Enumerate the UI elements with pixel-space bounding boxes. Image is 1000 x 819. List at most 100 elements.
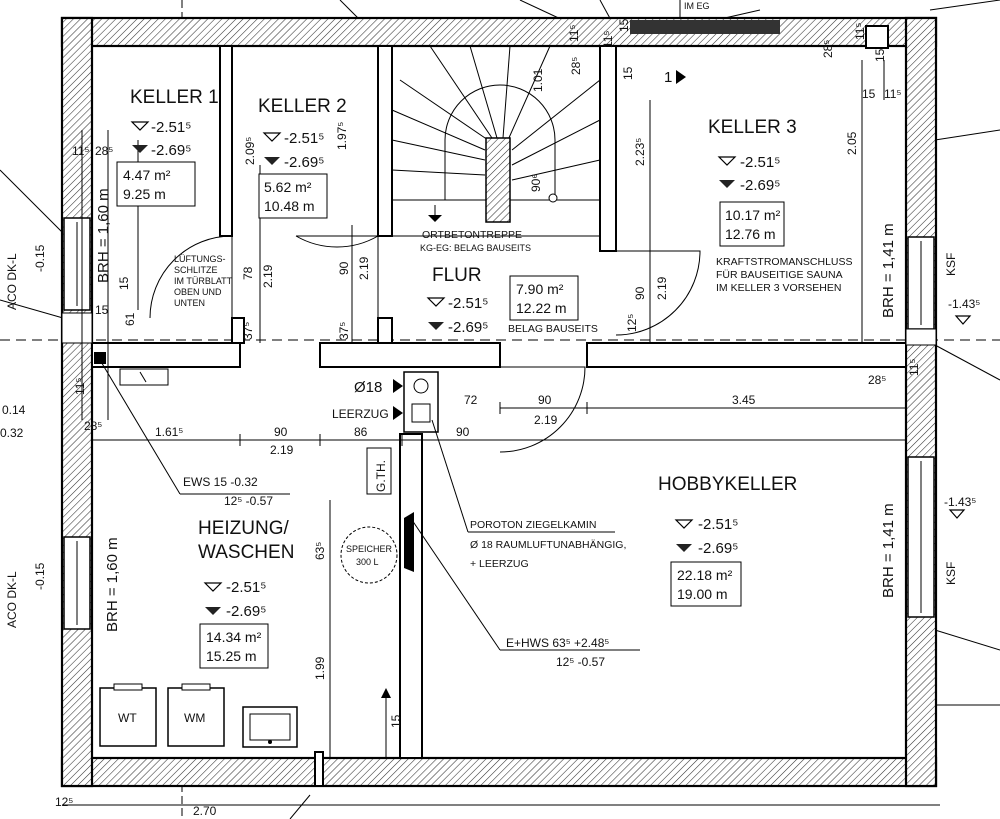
dim: 78 (241, 266, 255, 280)
brh-labels: BRH = 1,60 m BRH = 1,60 m BRH = 1,41 m B… (95, 188, 897, 632)
brh-keller3: BRH = 1,41 m (880, 223, 897, 318)
dim: 90 (337, 261, 351, 275)
dim: 11⁵ (73, 378, 87, 395)
dim: 1.97⁵ (335, 122, 349, 150)
room-name: KELLER 1 (130, 87, 219, 108)
doors (149, 235, 701, 453)
dim: 90 (633, 286, 647, 300)
dim: 2.05 (845, 131, 859, 155)
room-perimeter: 12.76 m (725, 226, 776, 242)
vent-note-2: SCHLITZE (174, 265, 218, 275)
level-bottom: -2.69⁵ (151, 142, 191, 159)
dim: 2.19 (357, 256, 371, 280)
dim: 28⁵ (569, 57, 583, 75)
level-bottom: -2.69⁵ (448, 319, 488, 336)
dim: 2.19 (655, 276, 669, 300)
sauna-note-1: KRAFTSTROMANSCHLUSS (716, 256, 853, 268)
dim: 11⁵ (884, 87, 901, 101)
room-hobbykeller: HOBBYKELLER -2.51⁵ -2.69⁵ 22.18 m² 19.00… (658, 474, 797, 602)
dim: 15 (95, 303, 109, 317)
dim: 15 (617, 18, 631, 32)
chimney-note-3: + LEERZUG (470, 558, 529, 570)
room-perimeter: 9.25 m (123, 186, 166, 202)
ews-note-2: 12⁵ -0.57 (224, 494, 273, 508)
d18-label: Ø18 (354, 379, 382, 396)
outer-walls (60, 16, 938, 788)
wt-label: WT (118, 711, 137, 725)
edge-032: 0.32 (0, 426, 24, 440)
dim: 12⁵ (55, 795, 73, 809)
room-area: 22.18 m² (677, 567, 733, 583)
dim: 37⁵ (241, 322, 255, 340)
dim: 2.19 (270, 443, 294, 457)
room-perimeter: 12.22 m (516, 300, 567, 316)
room-name: KELLER 3 (708, 117, 797, 138)
leader-lines (99, 359, 640, 651)
level-bottom: -2.69⁵ (740, 177, 780, 194)
level-top: -2.51⁵ (226, 579, 266, 596)
dim: 1.99 (313, 656, 327, 680)
ksf-top-level: -1.43⁵ (948, 297, 980, 311)
gth-label: G.TH. (374, 460, 388, 492)
dim: 61 (123, 312, 137, 326)
stair-note-2: KG-EG: BELAG BAUSEITS (420, 243, 531, 253)
appliances (94, 352, 298, 748)
leerzug-label: LEERZUG (332, 407, 389, 421)
dim: 2.19 (534, 413, 558, 427)
stair-note-1: ORTBETONTREPPE (422, 229, 522, 241)
level-top: -2.51⁵ (698, 516, 738, 533)
dimension-texts: 11⁵ 28⁵ 15 61 15 2.09⁵ 1.97⁵ 78 2.19 37⁵… (55, 18, 921, 818)
annotations: ORTBETONTREPPE KG-EG: BELAG BAUSEITS LÜF… (0, 1, 980, 725)
chimney-note-2: Ø 18 RAUMLUFTUNABHÄNGIG, (470, 539, 626, 551)
dim: 15 (873, 48, 887, 62)
dim: 15 (862, 87, 876, 101)
room-keller-2: KELLER 2 -2.51⁵ -2.69⁵ 5.62 m² 10.48 m (258, 96, 347, 214)
level-top: -2.51⁵ (284, 130, 324, 147)
chimney-shaft (340, 371, 439, 584)
dim: 2.19 (261, 264, 275, 288)
room-perimeter: 15.25 m (206, 648, 257, 664)
dim: 11⁵ (907, 359, 921, 376)
dim: 90 (274, 425, 288, 439)
vent-note-5: UNTEN (174, 298, 205, 308)
room-perimeter: 10.48 m (264, 198, 315, 214)
dim: 63⁵ (313, 542, 327, 560)
brh-keller1: BRH = 1,60 m (95, 188, 112, 283)
level-bottom: -2.69⁵ (698, 540, 738, 557)
dim: 90⁶ (529, 174, 543, 192)
dim: 1.01 (531, 68, 545, 92)
room-area: 14.34 m² (206, 629, 262, 645)
aco-top-level: -0.15 (33, 244, 47, 272)
dim: 11⁵ (72, 144, 89, 158)
room-area: 10.17 m² (725, 207, 781, 223)
speicher-label-2: 300 L (356, 557, 379, 567)
ews-note-1: EWS 15 -0.32 (183, 475, 258, 489)
chimney-note-1: POROTON ZIEGELKAMIN (470, 519, 596, 531)
im-eg-note: IM EG (684, 1, 710, 11)
dim: 72 (464, 393, 478, 407)
dim: 11⁵ (601, 31, 615, 48)
dim: 1.61⁵ (155, 425, 183, 439)
aco-top-label: ACO DK-L (5, 253, 19, 310)
ksf-top-label: KSF (944, 253, 958, 276)
room-name-line1: HEIZUNG/ (198, 518, 290, 539)
dim: 2.09⁵ (243, 137, 257, 165)
stair-section-mark: 1 (664, 69, 672, 86)
wm-label: WM (184, 711, 205, 725)
sauna-note-3: IM KELLER 3 VORSEHEN (716, 282, 841, 294)
room-area: 5.62 m² (264, 179, 312, 195)
room-area: 4.47 m² (123, 167, 171, 183)
brh-hobby: BRH = 1,41 m (880, 503, 897, 598)
dim: 12⁵ (625, 314, 639, 332)
aco-bottom-level: -0.15 (33, 562, 47, 590)
dim: 11⁵ (567, 25, 581, 42)
ksf-bottom-label: KSF (944, 562, 958, 585)
dim: 15 (621, 66, 635, 80)
level-bottom: -2.69⁵ (226, 603, 266, 620)
aco-bottom-label: ACO DK-L (5, 571, 19, 628)
dim: 15 (389, 714, 403, 728)
dim: 28⁵ (84, 419, 102, 433)
room-keller-1: KELLER 1 -2.51⁵ -2.69⁵ 4.47 m² 9.25 m (123, 87, 219, 202)
